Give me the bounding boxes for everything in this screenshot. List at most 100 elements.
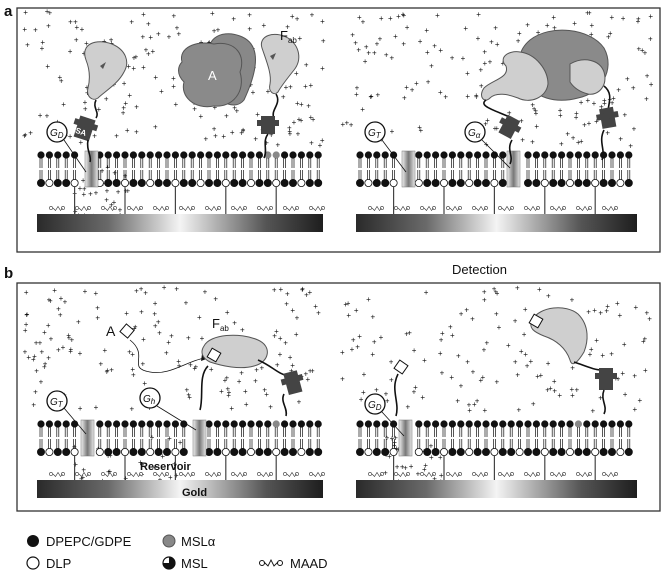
ion-plus-icon: + <box>126 187 131 196</box>
lipid-head <box>541 151 549 159</box>
ion-plus-icon: + <box>200 334 205 343</box>
lipid-head <box>423 420 431 428</box>
ion-plus-icon: + <box>375 90 380 99</box>
lipid-head <box>230 178 239 187</box>
lipid-head <box>37 178 46 187</box>
solution-ions: + + + + + + + + + + + + + + + + + + + + + + + + + + + + + + + + + + + + + + + +… <box>22 7 654 486</box>
lipid-head <box>549 178 558 187</box>
panel-a-left-scene: A SA Fab GD <box>46 28 300 173</box>
lipid-head <box>516 420 524 428</box>
ion-plus-icon: + <box>648 12 653 21</box>
ion-plus-icon: + <box>209 365 214 374</box>
ion-plus-icon: + <box>45 7 50 16</box>
lipid-head <box>95 447 104 456</box>
ion-plus-icon: + <box>429 441 434 450</box>
lipid-head <box>239 151 247 159</box>
ion-plus-icon: + <box>525 362 530 371</box>
ion-plus-icon: + <box>138 458 143 467</box>
lipid-head <box>137 447 146 456</box>
ion-plus-icon: + <box>482 345 487 354</box>
ion-plus-icon: + <box>424 288 429 297</box>
channel-label-circle <box>139 387 161 409</box>
fab-label: Fab <box>280 28 297 45</box>
lipid-head <box>213 447 222 456</box>
ion-plus-icon: + <box>375 39 380 48</box>
lipid-head <box>297 447 306 456</box>
lipid-head <box>448 447 457 456</box>
lipid-head <box>557 447 566 456</box>
lipid-head <box>616 178 625 187</box>
panel-b-frame <box>16 282 661 512</box>
ion-plus-icon: + <box>359 395 364 404</box>
lipid-head <box>574 178 583 187</box>
ion-plus-icon: + <box>456 352 461 361</box>
ion-plus-icon: + <box>588 350 593 359</box>
ion-plus-icon: + <box>303 369 308 378</box>
linker-icon <box>449 205 460 212</box>
linker-icon <box>605 471 616 478</box>
lipid-head <box>45 178 54 187</box>
ion-plus-icon: + <box>389 53 394 62</box>
gramicidin-channel <box>401 150 416 188</box>
ion-plus-icon: + <box>598 393 603 402</box>
ion-plus-icon: + <box>471 368 476 377</box>
ion-plus-icon: + <box>615 299 620 308</box>
lipid-head <box>515 447 524 456</box>
ion-plus-icon: + <box>40 347 45 356</box>
ion-plus-icon: + <box>316 308 321 317</box>
ion-plus-icon: + <box>621 14 626 23</box>
ion-plus-icon: + <box>69 336 74 345</box>
lipid-head <box>524 178 533 187</box>
lipid-head <box>625 151 633 159</box>
lipid-head <box>53 178 62 187</box>
ion-plus-icon: + <box>240 326 245 335</box>
ion-plus-icon: + <box>146 49 151 58</box>
lipid-head <box>306 420 314 428</box>
ion-plus-icon: + <box>366 295 371 304</box>
ion-plus-icon: + <box>520 135 525 144</box>
ion-plus-icon: + <box>223 376 228 385</box>
ion-plus-icon: + <box>288 130 293 139</box>
ion-plus-icon: + <box>545 21 550 30</box>
channel-label-circle <box>464 121 486 143</box>
legend-item-label: MSL <box>181 556 208 571</box>
linker-icon <box>527 471 538 478</box>
ion-plus-icon: + <box>140 460 145 469</box>
ion-plus-icon: + <box>297 34 302 43</box>
lipid-head <box>297 420 305 428</box>
ion-plus-icon: + <box>226 391 231 400</box>
ion-plus-icon: + <box>429 62 434 71</box>
ion-plus-icon: + <box>393 32 398 41</box>
ion-plus-icon: + <box>304 61 309 70</box>
lipid-head <box>599 447 608 456</box>
ion-plus-icon: + <box>478 376 483 385</box>
ion-plus-icon: + <box>121 104 126 113</box>
ion-plus-icon: + <box>58 311 63 320</box>
lipid-head <box>482 420 490 428</box>
ion-plus-icon: + <box>295 99 300 108</box>
lipid-head <box>457 151 465 159</box>
ion-plus-icon: + <box>253 135 258 144</box>
lipid-head <box>138 420 146 428</box>
lipid-head <box>482 151 490 159</box>
ion-plus-icon: + <box>558 111 563 120</box>
lipid-head <box>230 420 238 428</box>
ion-plus-icon: + <box>272 286 277 295</box>
ion-plus-icon: + <box>500 59 505 68</box>
lipid-head <box>239 420 247 428</box>
ion-plus-icon: + <box>407 328 412 337</box>
ion-plus-icon: + <box>61 100 66 109</box>
lipid-head <box>264 420 272 428</box>
linker-icon <box>423 205 434 212</box>
analyte-square-icon <box>206 347 222 363</box>
ion-plus-icon: + <box>401 40 406 49</box>
ion-plus-icon: + <box>414 79 419 88</box>
lipid-head <box>280 447 289 456</box>
ion-plus-icon: + <box>272 331 277 340</box>
gold-substrate <box>37 480 323 498</box>
lipid-head <box>238 447 247 456</box>
lipid-head <box>222 151 230 159</box>
ion-plus-icon: + <box>141 335 146 344</box>
ion-plus-icon: + <box>303 82 308 91</box>
ion-plus-icon: + <box>239 128 244 137</box>
